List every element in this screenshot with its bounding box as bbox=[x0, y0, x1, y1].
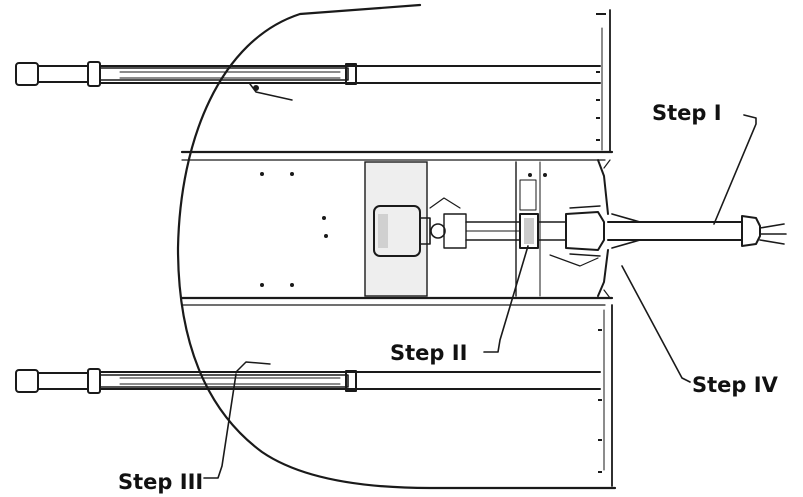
lower-arm bbox=[15, 361, 357, 394]
leader-lines bbox=[203, 114, 757, 479]
callout-step-1: Step I bbox=[652, 101, 722, 125]
callout-step-4: Step IV bbox=[692, 373, 779, 397]
motor-drive-assembly bbox=[373, 197, 605, 267]
callout-step-3: Step III bbox=[118, 470, 203, 494]
front-coupler bbox=[597, 159, 787, 299]
upper-arm bbox=[15, 61, 357, 101]
center-channel bbox=[180, 150, 614, 306]
callout-step-2: Step II bbox=[390, 341, 467, 365]
lower-rail bbox=[99, 371, 601, 390]
